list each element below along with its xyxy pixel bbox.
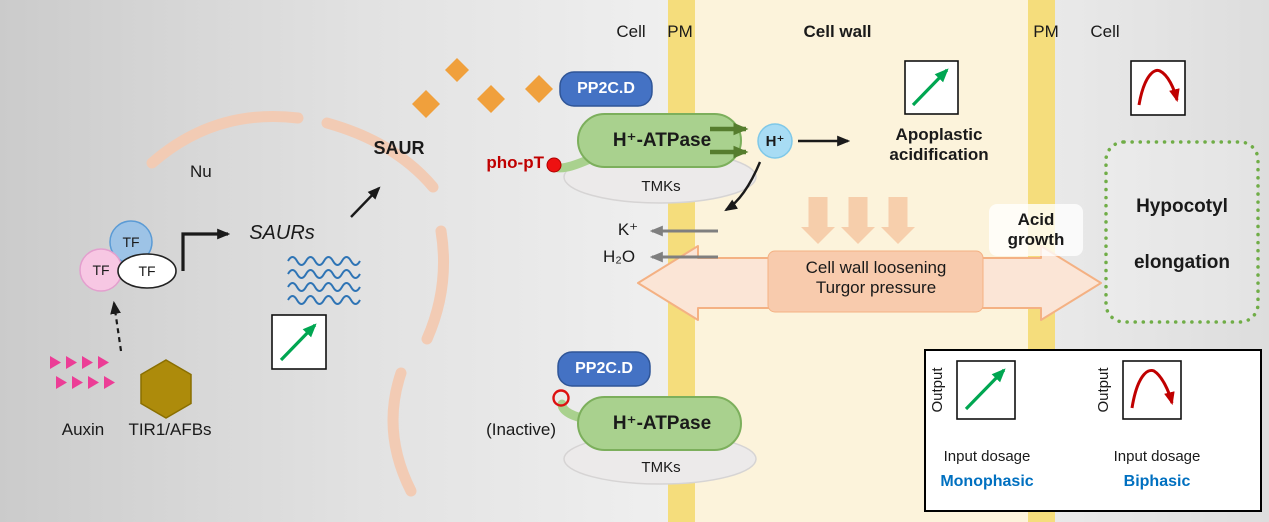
- atpase-cylinder-top: [577, 113, 742, 168]
- auxin-signal-arrow: [110, 300, 123, 352]
- nuclear-envelope: [146, 110, 450, 497]
- acid-growth-backdrop: [989, 204, 1083, 256]
- acid-growth-line1: Acid: [1017, 210, 1055, 229]
- label-cell-right: Cell: [1090, 22, 1120, 41]
- label-pm-right: PM: [1033, 22, 1059, 41]
- label-atpase-bottom: H⁺-ATPase: [612, 413, 712, 434]
- legend-biphasic-curve: [1130, 368, 1175, 409]
- label-nucleus: Nu: [190, 162, 212, 181]
- phospho-site-dot: [546, 157, 562, 173]
- label-saurs-gene: SAURs: [249, 222, 315, 244]
- label-wall-loosening: Cell wall loosening Turgor pressure: [770, 258, 982, 299]
- legend-bi-x-axis-label: Input dosage: [1113, 448, 1201, 465]
- legend-mono-x-axis-label: Input dosage: [943, 448, 1031, 465]
- saur-protein-diamonds: [412, 58, 553, 118]
- label-hypocotyl: Hypocotyl: [1136, 196, 1228, 217]
- label-potassium: K⁺: [617, 220, 639, 239]
- acid-growth-line2: growth: [1007, 230, 1065, 250]
- proton-feedback-arrow: [724, 161, 762, 212]
- label-inactive: (Inactive): [486, 420, 556, 439]
- label-tir1-afbs: TIR1/AFBs: [128, 420, 212, 439]
- wall-loosening-line1: Cell wall loosening: [805, 258, 947, 277]
- label-pp2cd-top: PP2C.D: [577, 80, 635, 97]
- legend-biphasic-label: Biphasic: [1123, 473, 1191, 490]
- apoplastic-line2: acidification: [889, 145, 989, 165]
- mrna-wavy-lines: [287, 256, 361, 305]
- label-acid-growth: Acid growth: [991, 210, 1081, 251]
- label-cell-left: Cell: [616, 22, 646, 41]
- label-auxin: Auxin: [61, 420, 105, 439]
- legend-monophasic-label: Monophasic: [940, 473, 1034, 490]
- label-pm-left: PM: [667, 22, 693, 41]
- atpase-cylinder-bottom: [577, 396, 742, 451]
- label-elongation: elongation: [1133, 252, 1231, 273]
- label-pho-pt: pho-pT: [486, 153, 544, 172]
- label-saur-protein: SAUR: [373, 138, 425, 158]
- label-pp2cd-bottom: PP2C.D: [575, 360, 633, 377]
- label-tf-left: TF: [92, 262, 110, 278]
- label-apoplastic-acidification: Apoplastic acidification: [855, 125, 1023, 166]
- pp2cd-box-top: [559, 71, 653, 107]
- legend-bi-y-axis-label: Output: [1095, 367, 1112, 413]
- legend-monophasic-arrow: [964, 368, 1006, 411]
- label-water: H₂O: [602, 247, 636, 266]
- label-tmks-top: TMKs: [641, 178, 681, 195]
- label-cell-wall: Cell wall: [803, 22, 872, 41]
- hypocotyl-elongation-box: [1104, 140, 1260, 324]
- transcription-arrow: [181, 228, 231, 271]
- label-tf-top: TF: [122, 234, 140, 250]
- wall-loosening-panel: [767, 250, 984, 313]
- label-tf-center: TF: [138, 263, 156, 279]
- tir1-afb-hexagon: [140, 359, 192, 419]
- dephospho-site-circle: [552, 389, 570, 407]
- biphasic-curve-output: [1137, 68, 1180, 106]
- proton-circle: [757, 123, 793, 159]
- tf-ellipse-white: [117, 253, 177, 289]
- pp2cd-box-bottom: [557, 351, 651, 387]
- apoplastic-line1: Apoplastic: [895, 125, 983, 144]
- auxin-molecules: [50, 356, 115, 389]
- label-atpase-top: H⁺-ATPase: [612, 130, 712, 151]
- label-proton: H⁺: [765, 133, 785, 150]
- monophasic-arrow-nucleus: [279, 323, 317, 362]
- monophasic-arrow-acidification: [911, 68, 949, 107]
- acidification-down-arrows: [801, 197, 915, 244]
- label-tmks-bottom: TMKs: [641, 459, 681, 476]
- biphasic-graph-box-output: [1130, 60, 1186, 116]
- wall-loosening-line2: Turgor pressure: [815, 278, 937, 298]
- saur-induction-arrow: [350, 186, 381, 218]
- legend-mono-y-axis-label: Output: [929, 367, 946, 413]
